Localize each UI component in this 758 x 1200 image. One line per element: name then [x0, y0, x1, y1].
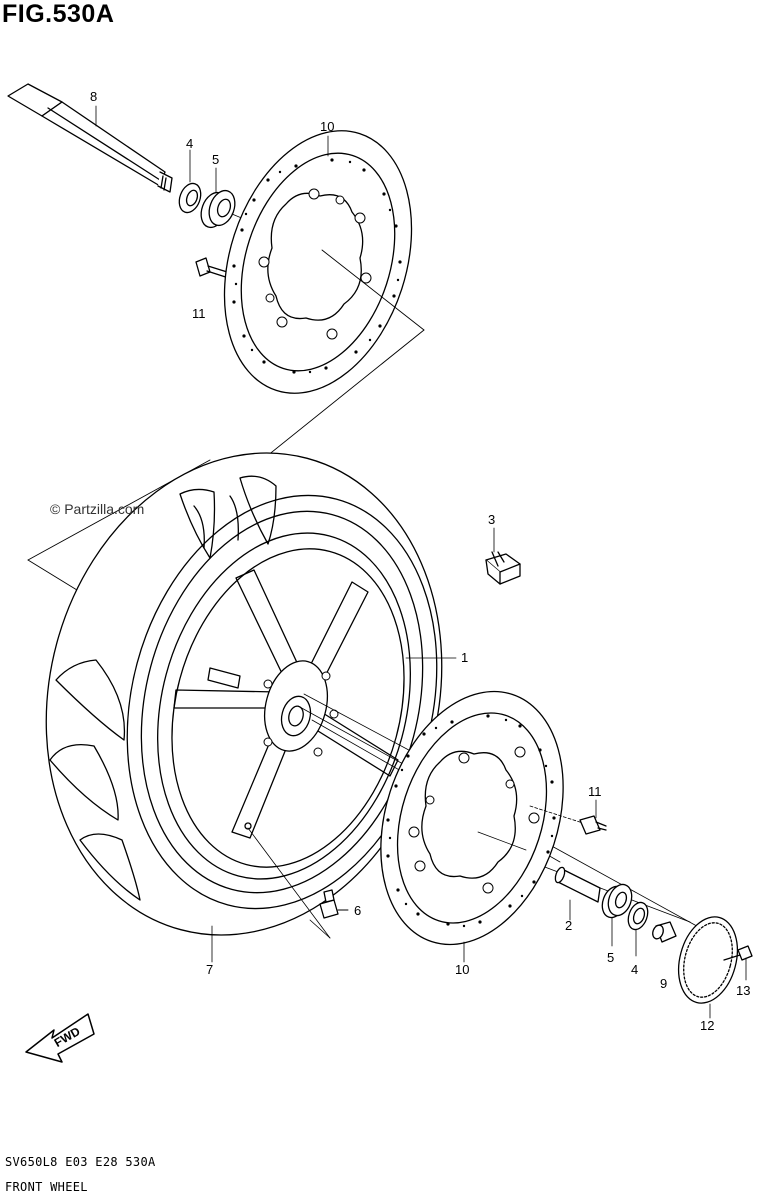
oil-seal-upper — [178, 182, 202, 214]
figure-caption: FRONT WHEEL — [5, 1180, 88, 1194]
forward-arrow-icon — [25, 1013, 95, 1063]
callout-4-upper: 4 — [186, 136, 193, 151]
callout-5-upper: 5 — [212, 152, 219, 167]
bearing-upper — [200, 189, 236, 229]
callout-4-lower: 4 — [631, 962, 638, 977]
callout-3: 3 — [488, 512, 495, 527]
collar-part — [652, 921, 677, 943]
bearing-lower — [601, 883, 633, 919]
wheel-rim-part — [140, 510, 424, 894]
callout-5-lower: 5 — [607, 950, 614, 965]
callout-9: 9 — [660, 976, 667, 991]
figure-title: FIG.530A — [2, 0, 115, 28]
callout-13: 13 — [736, 983, 750, 998]
brake-disc-upper — [223, 130, 413, 394]
air-valve-part — [319, 889, 349, 919]
spacer-part — [554, 866, 601, 903]
callout-1: 1 — [461, 650, 468, 665]
disc-bolt-lower — [529, 805, 607, 835]
oil-seal-lower — [627, 901, 649, 931]
sensor-rotor-part — [678, 916, 738, 1004]
callout-11-lower: 11 — [588, 784, 602, 799]
callout-12: 12 — [700, 1018, 714, 1033]
balance-weight-part — [485, 551, 521, 585]
callout-6: 6 — [354, 903, 361, 918]
model-code: SV650L8 E03 E28 530A — [5, 1155, 156, 1169]
callout-8: 8 — [90, 89, 97, 104]
axle-part — [7, 83, 173, 193]
callout-7: 7 — [206, 962, 213, 977]
callout-10-upper: 10 — [320, 119, 334, 134]
watermark-text: © Partzilla.com — [50, 501, 144, 517]
callout-11-upper: 11 — [192, 306, 206, 321]
brake-disc-lower — [380, 690, 564, 946]
callout-2: 2 — [565, 918, 572, 933]
rotor-screw-part — [723, 945, 753, 961]
callout-10-lower: 10 — [455, 962, 469, 977]
